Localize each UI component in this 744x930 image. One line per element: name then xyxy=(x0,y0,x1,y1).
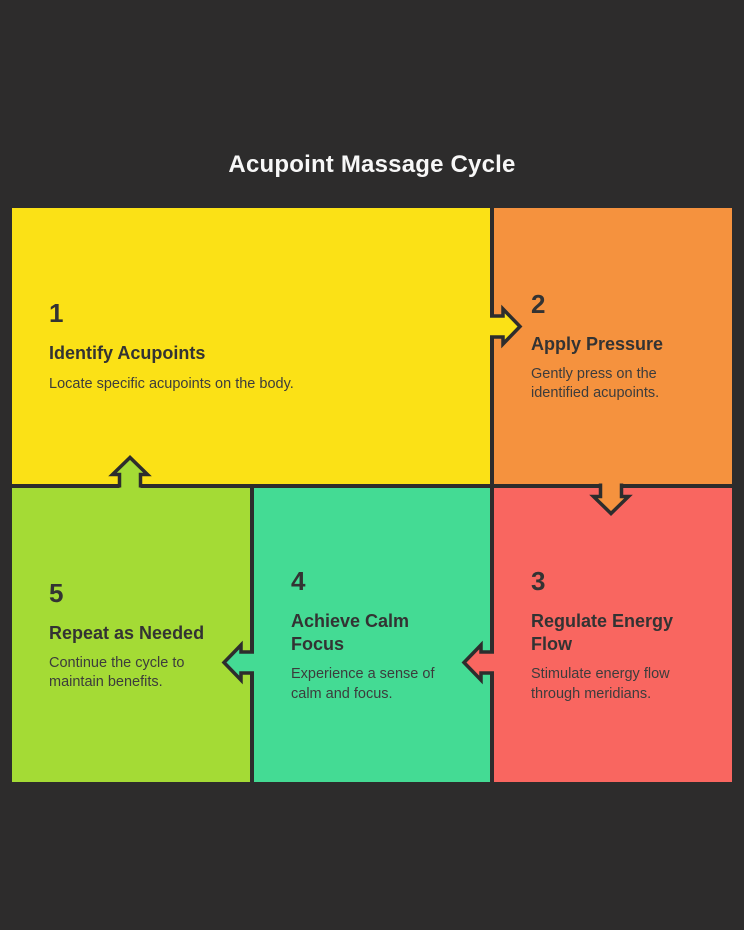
step-number: 4 xyxy=(291,566,306,597)
arrow-step3-to-step4-left-icon xyxy=(461,640,502,685)
step-description: Experience a sense of calm and focus. xyxy=(291,666,435,702)
step-description: Stimulate energy flow through meridians. xyxy=(531,666,670,702)
step-description: Continue the cycle to maintain benefits. xyxy=(49,655,185,691)
step-title: Achieve Calm Focus xyxy=(291,611,410,654)
step-description: Gently press on the identified acupoints… xyxy=(531,366,660,402)
step-block-5: 5 Repeat as Needed Continue the cycle to… xyxy=(12,488,250,782)
arrow-step4-to-step5-left-icon xyxy=(221,640,262,685)
cycle-diagram: 1 Identify Acupoints Locate specific acu… xyxy=(12,208,732,782)
step-title: Identify Acupoints xyxy=(49,343,206,364)
step-number: 5 xyxy=(49,577,64,608)
arrow-step2-to-step3-down-icon xyxy=(589,475,633,516)
page-title: Acupoint Massage Cycle xyxy=(228,151,516,178)
step-number: 3 xyxy=(531,566,546,597)
step-title: Repeat as Needed xyxy=(49,622,205,643)
arrow-step1-to-step2-right-icon xyxy=(482,304,523,349)
step-block-2: 2 Apply Pressure Gently press on the ide… xyxy=(494,208,732,484)
step-number: 1 xyxy=(49,298,64,329)
step-block-3: 3 Regulate Energy Flow Stimulate energy … xyxy=(494,488,732,782)
step-title: Regulate Energy Flow xyxy=(531,611,674,654)
step-block-1: 1 Identify Acupoints Locate specific acu… xyxy=(12,208,490,484)
step-block-4: 4 Achieve Calm Focus Experience a sense … xyxy=(254,488,490,782)
step-title: Apply Pressure xyxy=(531,333,664,354)
step-number: 2 xyxy=(531,288,546,319)
arrow-step5-to-step1-up-icon xyxy=(108,455,152,496)
step-description: Locate specific acupoints on the body. xyxy=(49,375,294,392)
